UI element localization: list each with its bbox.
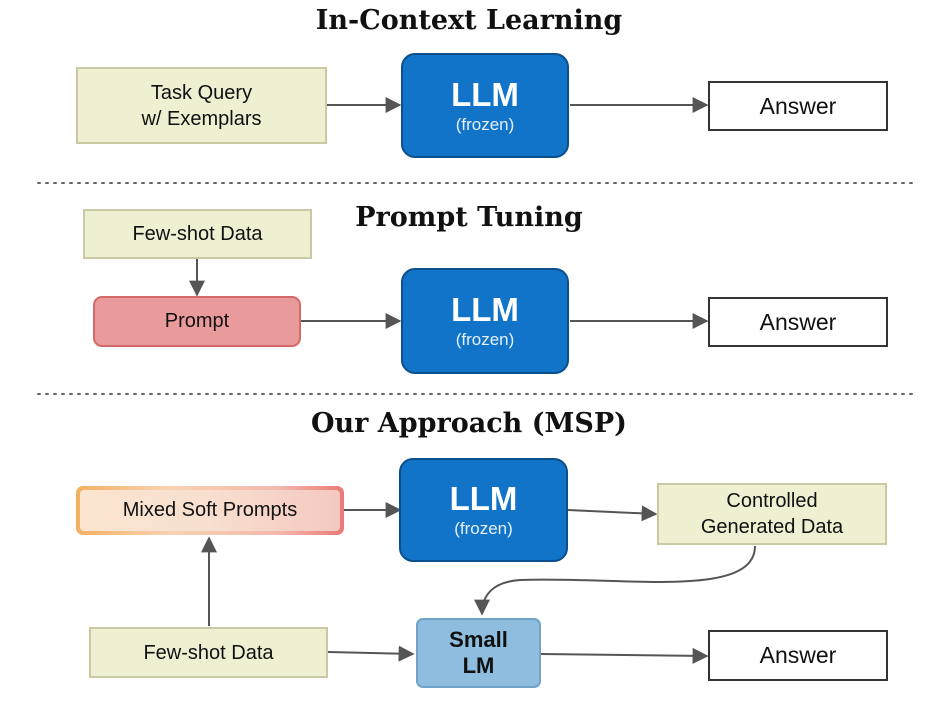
node-answer-icl-label: Answer: [759, 92, 837, 119]
node-task-query-line2: w/ Exemplars: [141, 107, 262, 130]
node-llm-msp-title: LLM: [449, 480, 518, 517]
node-answer-msp: Answer: [708, 630, 888, 681]
node-mixed-soft-prompts-inner: Mixed Soft Prompts: [80, 490, 340, 531]
node-answer-pt-label: Answer: [759, 308, 837, 335]
node-answer-pt: Answer: [708, 297, 888, 347]
node-small-lm: Small LM: [416, 618, 541, 688]
node-controlled-generated-data-line1: Controlled: [726, 490, 818, 512]
edge-msp-small-lm-to-answer: [540, 647, 709, 664]
node-mixed-soft-prompts-label: Mixed Soft Prompts: [122, 499, 298, 521]
node-fewshot-data-msp-label: Few-shot Data: [143, 641, 274, 664]
node-llm-icl: LLM (frozen): [401, 53, 569, 158]
node-prompt-label: Prompt: [164, 310, 230, 332]
node-answer-icl: Answer: [708, 81, 888, 131]
node-mixed-soft-prompts: Mixed Soft Prompts: [76, 486, 344, 535]
node-llm-msp-subtitle: (frozen): [454, 519, 513, 538]
node-llm-icl-title: LLM: [451, 75, 519, 113]
node-task-query-line1: Task Query: [150, 81, 253, 104]
section-title-prompt-tuning: Prompt Tuning: [355, 202, 583, 233]
node-llm-icl-subtitle: (frozen): [455, 114, 515, 134]
node-llm-pt: LLM (frozen): [401, 268, 569, 374]
node-llm-msp: LLM (frozen): [399, 458, 568, 562]
node-answer-msp-label: Answer: [759, 642, 837, 668]
node-prompt: Prompt: [93, 296, 301, 347]
node-task-query: Task Query w/ Exemplars: [76, 67, 327, 144]
edge-msp-llm-to-generated: [567, 505, 658, 522]
node-fewshot-data-pt-label: Few-shot Data: [132, 223, 263, 245]
node-small-lm-line1: Small: [449, 627, 508, 652]
node-fewshot-data-pt: Few-shot Data: [83, 209, 312, 259]
node-fewshot-data-msp: Few-shot Data: [89, 627, 328, 678]
node-controlled-generated-data: Controlled Generated Data: [657, 483, 887, 545]
edge-msp-generated-to-small-lm: [474, 545, 756, 616]
edge-msp-fewshot-to-small-lm: [327, 645, 415, 662]
node-small-lm-line2: LM: [462, 653, 495, 678]
section-title-our-approach: Our Approach (MSP): [311, 408, 627, 439]
node-llm-pt-title: LLM: [451, 291, 519, 328]
node-controlled-generated-data-line2: Generated Data: [700, 516, 844, 538]
node-llm-pt-subtitle: (frozen): [455, 330, 515, 349]
section-title-in-context-learning: In-Context Learning: [315, 5, 623, 36]
